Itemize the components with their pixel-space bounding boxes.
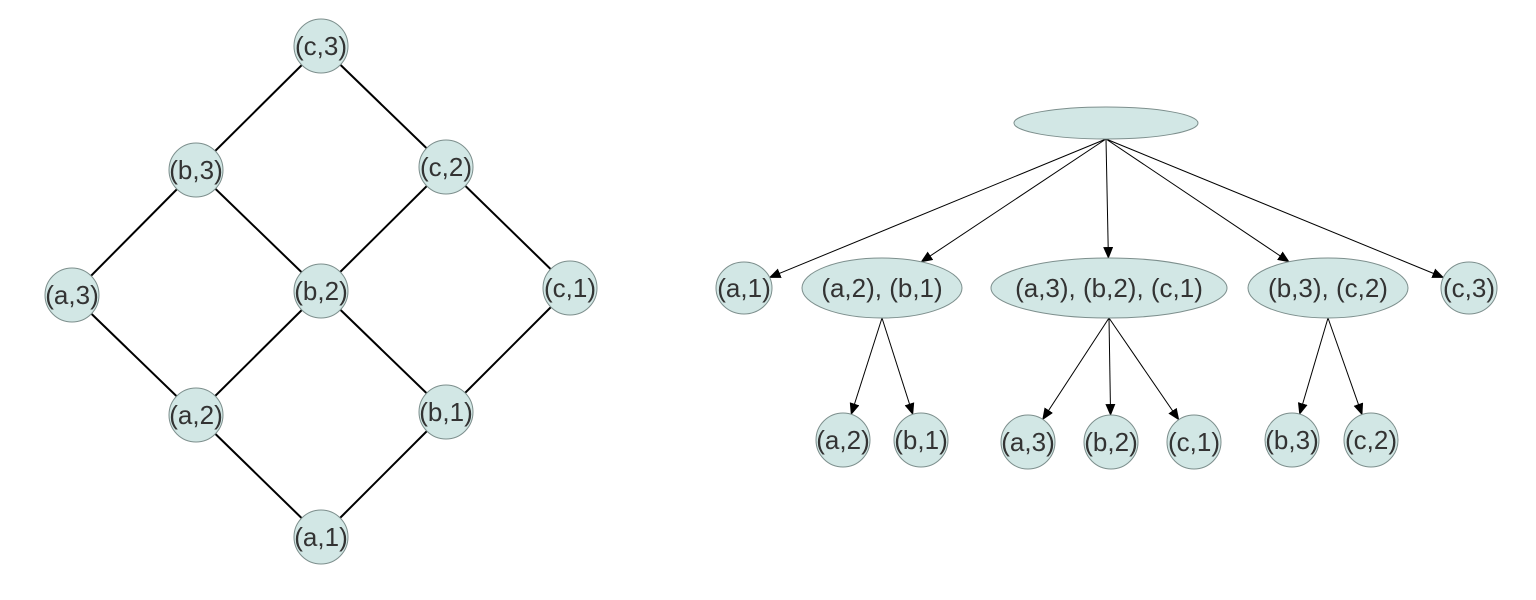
tree-leaf-node-l_c1: (c,1) — [1166, 414, 1222, 470]
lattice-node-label: (a,2) — [169, 400, 222, 430]
tree-group-node-g_b3c2: (b,3), (c,2) — [1247, 257, 1409, 319]
lattice-node-circle — [293, 263, 349, 319]
tree-group-label: (c,3) — [1443, 273, 1495, 303]
tree-group-ellipse — [1247, 257, 1409, 319]
tree-leaf-label: (b,1) — [894, 425, 947, 455]
tree-group-ellipse — [715, 261, 773, 315]
lattice-node-label: (b,3) — [169, 155, 222, 185]
tree-edge-g_a2b1-l_a2 — [849, 317, 883, 416]
lattice-diagram: (c,3) (b,3) (c,2) (a,3) (b,2) (c,1) (a,2) (b,1)… — [44, 18, 598, 565]
lattice-node-label: (c,3) — [295, 31, 347, 61]
lattice-edge-c3-b3 — [195, 45, 322, 171]
tree-leaf-label: (a,3) — [1001, 427, 1054, 457]
tree-leaf-circle — [815, 412, 871, 468]
lattice-node-b1: (b,1) — [418, 384, 474, 440]
lattice-edge-b3-a3 — [71, 169, 197, 296]
lattice-node-circle — [44, 267, 100, 323]
lattice-node-circle — [542, 260, 598, 316]
tree-leaf-circle — [1166, 414, 1222, 470]
lattice-node-label: (a,3) — [45, 280, 98, 310]
tree-edge-root-g_b3c2 — [1105, 138, 1290, 263]
lattice-edge-c2-b2 — [320, 166, 447, 292]
tree-leaf-node-l_b3: (b,3) — [1264, 412, 1320, 468]
tree-group-label: (a,3), (b,2), (c,1) — [1015, 273, 1203, 303]
lattice-node-a3: (a,3) — [44, 267, 100, 323]
tree-edge-g_a3b2c1-l_b2 — [1105, 317, 1116, 417]
tree-group-ellipse — [1440, 261, 1498, 315]
tree-group-node-g_a3b2c1: (a,3), (b,2), (c,1) — [990, 257, 1228, 319]
tree-root-ellipse — [1013, 106, 1199, 140]
tree-group-ellipse — [801, 257, 963, 319]
lattice-node-b2: (b,2) — [293, 263, 349, 319]
tree-edge-g_a3b2c1-l_a3 — [1042, 317, 1110, 421]
lattice-edge-a2-a1 — [195, 414, 322, 538]
lattice-node-a2: (a,2) — [168, 387, 224, 443]
lattice-node-label: (b,2) — [294, 276, 347, 306]
lattice-node-circle — [168, 142, 224, 198]
lattice-node-circle — [293, 509, 349, 565]
lattice-node-circle — [293, 18, 349, 74]
lattice-node-circle — [418, 139, 474, 195]
tree-leaf-node-l_a3: (a,3) — [1000, 414, 1056, 470]
lattice-node-circle — [418, 384, 474, 440]
tree-edge-root-g_a3b2c1 — [1103, 138, 1114, 260]
tree-group-node-g_a2b1: (a,2), (b,1) — [801, 257, 963, 319]
tree-leaf-label: (b,2) — [1084, 427, 1137, 457]
tree-leaf-label: (b,3) — [1265, 425, 1318, 455]
lattice-node-c1: (c,1) — [542, 260, 598, 316]
lattice-node-c3: (c,3) — [293, 18, 349, 74]
lattice-edge-c1-b1 — [445, 287, 571, 413]
tree-edge-root-g_a2b1 — [920, 138, 1107, 263]
tree-leaf-node-l_b1: (b,1) — [893, 412, 949, 468]
lattice-edge-b1-a1 — [320, 411, 447, 538]
tree-leaf-circle — [893, 412, 949, 468]
tree-group-node-g_c3: (c,3) — [1440, 261, 1498, 315]
lattice-node-a1: (a,1) — [293, 509, 349, 565]
lattice-edge-c3-c2 — [320, 45, 447, 168]
lattice-node-c2: (c,2) — [418, 139, 474, 195]
tree-edge-g_b3c2-l_c2 — [1327, 317, 1364, 416]
lattice-node-label: (a,1) — [294, 522, 347, 552]
lattice-node-label: (b,1) — [419, 397, 472, 427]
tree-leaf-label: (c,1) — [1168, 427, 1220, 457]
lattice-node-circle — [168, 387, 224, 443]
tree-edge-g_a2b1-l_b1 — [881, 317, 915, 416]
tree-leaf-circle — [1000, 414, 1056, 470]
tree-leaf-label: (a,2) — [816, 425, 869, 455]
lattice-edge-c2-c1 — [445, 166, 571, 289]
tree-group-node-g_a1: (a,1) — [715, 261, 773, 315]
tree-edge-g_a3b2c1-l_c1 — [1108, 317, 1180, 421]
tree-group-ellipse — [990, 257, 1228, 319]
tree-edge-root-g_a1 — [768, 138, 1107, 278]
tree-group-label: (a,2), (b,1) — [821, 273, 942, 303]
lattice-edge-b3-b2 — [195, 169, 322, 292]
tree-leaf-circle — [1343, 412, 1399, 468]
tree-edge-g_b3c2-l_b3 — [1297, 317, 1329, 416]
tree-leaf-node-l_a2: (a,2) — [815, 412, 871, 468]
lattice-edge-a3-a2 — [71, 294, 197, 416]
lattice-node-label: (c,1) — [544, 273, 596, 303]
tree-leaf-circle — [1264, 412, 1320, 468]
lattice-edge-b2-a2 — [195, 290, 322, 416]
lattice-node-label: (c,2) — [420, 152, 472, 182]
tree-leaf-node-l_b2: (b,2) — [1083, 414, 1139, 470]
tree-diagram: (a,1) (a,2), (b,1) (a,3), (b,2), (c,1) (b,3… — [715, 106, 1498, 470]
lattice-node-b3: (b,3) — [168, 142, 224, 198]
tree-leaf-label: (c,2) — [1345, 425, 1397, 455]
lattice-edge-b2-b1 — [320, 290, 447, 413]
tree-edge-root-g_c3 — [1105, 138, 1445, 278]
tree-leaf-node-l_c2: (c,2) — [1343, 412, 1399, 468]
tree-group-label: (b,3), (c,2) — [1268, 273, 1388, 303]
tree-leaf-circle — [1083, 414, 1139, 470]
tree-root-node — [1013, 106, 1199, 140]
tree-group-label: (a,1) — [717, 273, 770, 303]
